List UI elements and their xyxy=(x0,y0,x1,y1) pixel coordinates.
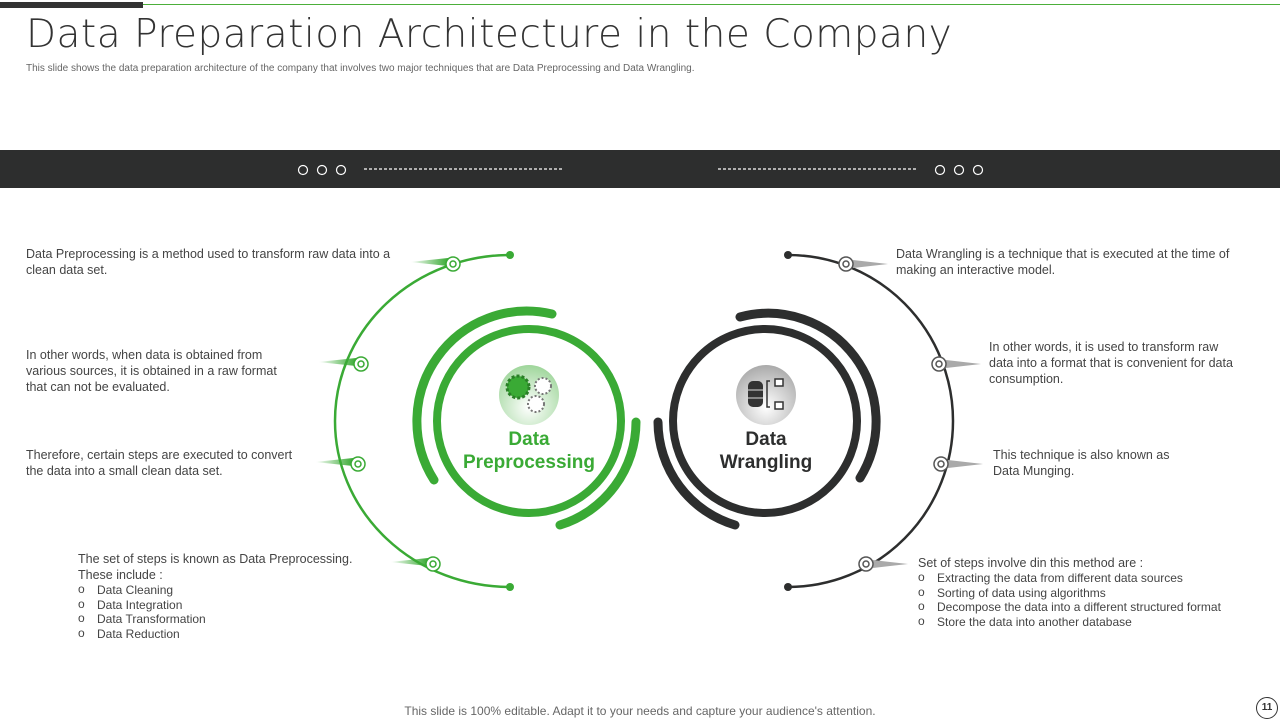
title-line: Wrangling xyxy=(719,452,813,473)
list-item: Data Integration xyxy=(78,597,206,613)
arc-end-dot xyxy=(784,583,792,591)
page-number: 11 xyxy=(1256,697,1278,719)
right-point-3: This technique is also known as Data Mun… xyxy=(993,448,1170,478)
list-item: Data Reduction xyxy=(78,626,206,642)
title-line: Preprocessing xyxy=(463,452,595,473)
left-point-1: Data Preprocessing is a method used to t… xyxy=(26,247,391,277)
left-connector-nodes xyxy=(315,256,461,572)
right-partial-arc xyxy=(653,417,740,530)
data-wrangling-title: Data Wrangling xyxy=(686,428,846,474)
list-item: Store the data into another database xyxy=(918,614,1221,630)
left-partial-arc xyxy=(412,306,557,485)
page-title: Data Preparation Architecture in the Com… xyxy=(26,12,953,57)
arc-end-dot xyxy=(784,251,792,259)
database-transfer-icon xyxy=(736,365,796,425)
band-dots-decoration xyxy=(297,164,984,176)
list-item: Decompose the data into a different stru… xyxy=(918,599,1221,615)
right-point-4: Set of steps involve din this method are… xyxy=(918,556,1144,570)
footer-note: This slide is 100% editable. Adapt it to… xyxy=(404,704,876,718)
page-subtitle: This slide shows the data preparation ar… xyxy=(26,63,695,74)
top-accent-line xyxy=(143,4,1280,5)
left-bullet-list: Data Cleaning Data Integration Data Tran… xyxy=(78,582,206,642)
right-bullet-list: Extracting the data from different data … xyxy=(918,570,1221,630)
arc-end-dot xyxy=(506,251,514,259)
list-item: Data Cleaning xyxy=(78,582,206,598)
title-line: Data xyxy=(508,429,550,450)
list-item: Extracting the data from different data … xyxy=(918,570,1221,586)
left-point-4: The set of steps is known as Data Prepro… xyxy=(78,552,353,582)
top-accent-bar xyxy=(0,2,143,8)
gears-icon xyxy=(499,365,559,425)
left-point-3: Therefore, certain steps are executed to… xyxy=(26,448,293,478)
list-item: Data Transformation xyxy=(78,611,206,627)
right-connector-nodes xyxy=(838,256,983,572)
data-preprocessing-title: Data Preprocessing xyxy=(449,428,609,474)
decorative-band xyxy=(0,150,1280,188)
arc-end-dot xyxy=(506,583,514,591)
right-point-1: Data Wrangling is a technique that is ex… xyxy=(896,247,1230,277)
left-partial-arc xyxy=(555,417,641,530)
left-point-2: In other words, when data is obtained fr… xyxy=(26,348,277,394)
list-item: Sorting of data using algorithms xyxy=(918,585,1221,601)
title-line: Data xyxy=(745,429,787,450)
right-partial-arc xyxy=(735,308,881,483)
right-point-2: In other words, it is used to transform … xyxy=(989,340,1233,386)
